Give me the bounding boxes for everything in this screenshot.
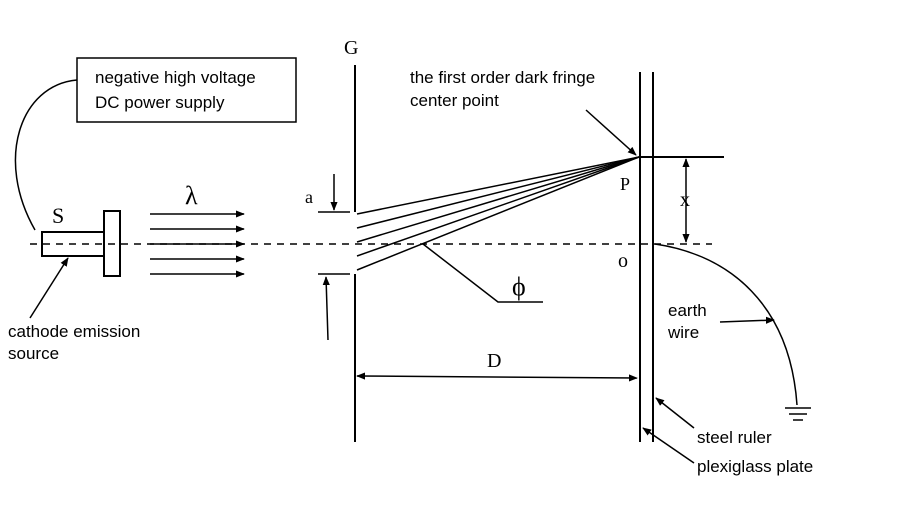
plexiglass-pointer-arrow — [642, 427, 695, 464]
earth-wire — [654, 243, 798, 406]
diffraction-ray — [356, 156, 640, 257]
steel-ruler-label: steel ruler — [697, 428, 772, 447]
dark-fringe-label-line2: center point — [410, 91, 499, 110]
cathode-source — [41, 210, 121, 277]
dark-fringe-label-line1: the first order dark fringe — [410, 68, 595, 87]
power-supply-label-line2: DC power supply — [95, 93, 225, 112]
power-supply-label-line1: negative high voltage — [95, 68, 256, 87]
offset-label: x — [680, 189, 690, 211]
dark-fringe-pointer-arrow — [585, 109, 637, 156]
ground-symbol — [785, 407, 811, 421]
diffraction-ray — [356, 156, 640, 229]
angle-label: ϕ — [512, 272, 526, 301]
earth-label-line1: earth — [668, 301, 707, 320]
point-p-label: P — [620, 174, 630, 194]
point-o-label: o — [618, 250, 628, 272]
earth-wire-pointer-arrow — [719, 316, 775, 324]
power-supply-wire — [14, 79, 78, 231]
grating-label: G — [344, 37, 358, 59]
cathode-pointer-arrow — [29, 257, 69, 319]
diffraction-ray — [356, 156, 640, 271]
beam-arrows — [150, 210, 245, 278]
cathode-label-line1: cathode emission — [8, 322, 140, 341]
slit-width-arrow-bottom — [322, 276, 330, 341]
diffraction-ray — [356, 156, 640, 215]
distance-arrow — [356, 372, 638, 382]
source-label: S — [52, 203, 64, 228]
earth-label-line2: wire — [667, 323, 699, 342]
angle-leader-line — [422, 243, 543, 303]
wavelength-label: λ — [185, 181, 198, 210]
slit-width-label: a — [305, 187, 313, 207]
distance-label: D — [487, 350, 501, 372]
diffraction-rays — [356, 156, 640, 271]
steel-ruler-pointer-arrow — [655, 397, 695, 429]
cathode-label-line2: source — [8, 344, 59, 363]
plexiglass-label: plexiglass plate — [697, 457, 813, 476]
diffraction-ray — [356, 156, 640, 243]
power-supply-box: negative high voltage DC power supply — [76, 57, 297, 123]
